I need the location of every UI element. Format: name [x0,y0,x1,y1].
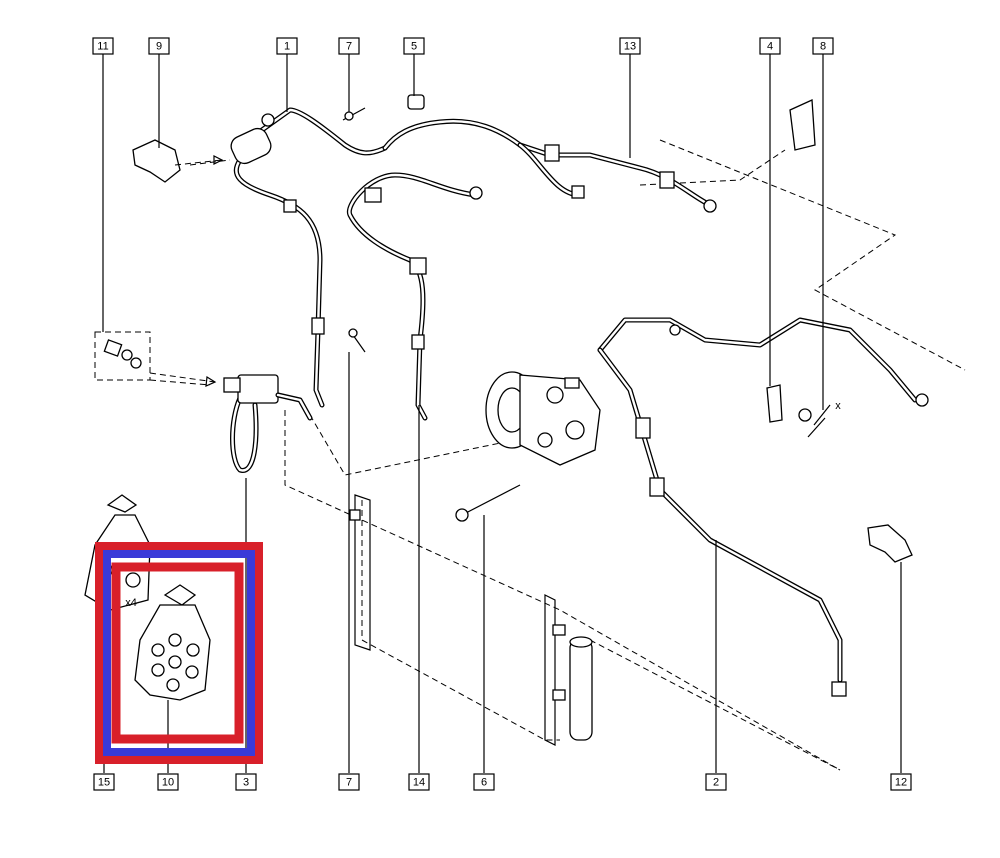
svg-text:11: 11 [97,40,108,52]
condenser [349,494,593,746]
dashed-assembly-lines [94,139,966,771]
small-parts [103,94,913,563]
svg-text:10: 10 [162,776,174,788]
callout-2: 2 [705,773,727,791]
pipe-1 [230,107,388,408]
svg-text:13: 13 [624,40,636,52]
svg-text:7: 7 [346,776,352,788]
oring-bag-10 [134,584,211,701]
hose-3 [223,374,313,473]
svg-text:1: 1 [284,40,290,52]
arrows [149,155,831,438]
callout-11: 11 [92,37,114,55]
callout-13: 13 [619,37,641,55]
svg-text:9: 9 [156,40,162,52]
pipe-2 [597,317,929,697]
callout-8: 8 [812,37,834,55]
callout-12: 12 [890,773,912,791]
callout-15: 15 [93,773,115,791]
svg-text:4: 4 [767,40,773,52]
callout-5: 5 [403,37,425,55]
svg-text:5: 5 [411,40,417,52]
x4-label: x4 [125,597,137,609]
svg-text:14: 14 [413,776,425,788]
svg-text:7: 7 [346,40,352,52]
callout-6: 6 [473,773,495,791]
svg-text:2: 2 [713,776,719,788]
callout-4: 4 [759,37,781,55]
svg-text:8: 8 [820,40,826,52]
highlight-blue-frame [103,550,255,756]
x-label: x [835,400,841,412]
highlight-inner-frame [111,562,244,744]
compressor [485,371,601,466]
callout-14: 14 [408,773,430,791]
svg-text:3: 3 [243,776,249,788]
callout-7-top: 7 [338,37,360,55]
callout-10: 10 [157,773,179,791]
svg-text:15: 15 [98,776,110,788]
callout-7-bottom: 7 [338,773,360,791]
callout-1: 1 [276,37,298,55]
svg-text:6: 6 [481,776,487,788]
svg-text:12: 12 [895,776,907,788]
callout-9: 9 [148,37,170,55]
highlight-frames [95,542,263,764]
pipe-14 [346,172,483,421]
callout-3: 3 [235,773,257,791]
pipe-13 [382,118,717,213]
highlight-outer-frame [95,542,263,764]
